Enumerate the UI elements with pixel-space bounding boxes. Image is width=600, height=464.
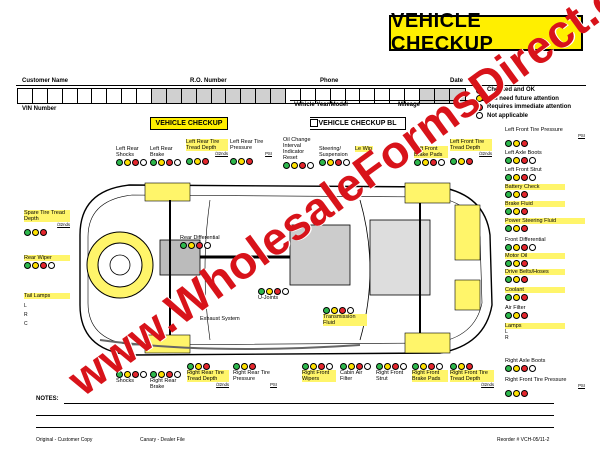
item-lamps[interactable]: Lamps L R	[505, 323, 565, 341]
customer-name-label: Customer Name	[22, 78, 69, 84]
tail-r-label: R	[24, 312, 28, 318]
item-right-rear-tire-tread[interactable]: Right Rear Tire Tread Depth /32nds	[187, 362, 229, 388]
vin-grid[interactable]	[17, 88, 466, 104]
red-dot-icon	[476, 103, 483, 111]
item-right-axle-boots[interactable]: Right Axle Boots	[505, 358, 585, 372]
vehicle-year-model-label: Vehicle Year/Model	[294, 102, 348, 108]
item-left-rear-shocks[interactable]: Left Rear Shocks	[116, 146, 148, 166]
item-rear-wiper[interactable]: Rear Wiper	[24, 255, 70, 269]
footer-reorder: Reorder # VCH-05/11-2	[497, 437, 550, 443]
notes-line-1[interactable]	[64, 403, 554, 404]
legend-label: Requires immediate attention	[487, 104, 572, 111]
item-battery-check[interactable]: Battery Check	[505, 184, 565, 198]
white-dot-icon	[476, 112, 483, 120]
status-legend: Checked and OK Will need future attentio…	[476, 86, 571, 120]
green-dot-icon	[476, 86, 483, 94]
section-title-right: VEHICLE CHECKUP BL	[310, 117, 406, 130]
phone-label: Phone	[320, 78, 339, 84]
item-right-front-tire-tread[interactable]: Right Front Tire Tread Depth /32nds	[450, 362, 494, 388]
legend-label: Will need future attention	[487, 95, 559, 102]
ro-number-label: R.O. Number	[190, 78, 227, 84]
item-rear-differential[interactable]: Rear Differential	[180, 235, 228, 249]
item-right-front-strut[interactable]: Right Front Strut	[376, 362, 410, 382]
footer-canary: Canary - Dealer File	[140, 437, 185, 443]
item-air-filter[interactable]: Air Filter	[505, 305, 565, 319]
item-transmission-fluid[interactable]: Transmission Fluid	[323, 306, 367, 326]
vehicle-rule	[290, 100, 490, 101]
item-motor-oil[interactable]: Motor Oil	[505, 253, 565, 267]
item-drive-belts-hoses[interactable]: Drive Belts/Hoses	[505, 269, 565, 283]
section-checkbox[interactable]	[310, 119, 318, 127]
item-right-front-brake-pads[interactable]: Right Front Brake Pads	[412, 362, 448, 382]
item-left-wipers[interactable]: Le Wip	[355, 146, 373, 152]
form-title: VEHICLE CHECKUP	[389, 10, 583, 55]
item-spare-tire-tread[interactable]: Spare Tire Tread Depth /32nds	[24, 210, 70, 236]
item-u-joints[interactable]: U-Joints	[258, 287, 292, 301]
lamp-r-label: R	[505, 335, 509, 341]
item-right-front-tire-pressure[interactable]: Right Front Tire Pressure PSI	[505, 377, 585, 397]
vin-number-label: VIN Number	[22, 106, 57, 112]
date-label: Date	[450, 78, 464, 84]
item-coolant[interactable]: Coolant	[505, 287, 565, 301]
item-exhaust-system[interactable]: Exhaust System	[200, 316, 240, 322]
lamp-l-label: L	[505, 329, 508, 335]
item-right-rear-brake[interactable]: Right Rear Brake	[150, 370, 184, 390]
header-rule	[16, 85, 586, 86]
notes-line-3[interactable]	[36, 427, 554, 428]
item-cabin-air-filter[interactable]: Cabin Air Filter	[340, 362, 374, 382]
legend-label: Not applicable	[487, 112, 529, 119]
legend-label: Checked and OK	[487, 87, 536, 94]
item-brake-fluid[interactable]: Brake Fluid	[505, 201, 565, 215]
item-left-front-tire-pressure[interactable]: Left Front Tire Pressure PSI	[505, 127, 585, 147]
item-tail-lamps[interactable]: Tail Lamps L R C	[24, 293, 70, 327]
item-left-axle-boots[interactable]: Left Axle Boots	[505, 150, 565, 164]
item-front-differential[interactable]: Front Differential	[505, 237, 565, 251]
item-left-front-brake-pads[interactable]: Left Front Brake Pads	[414, 146, 448, 166]
item-power-steering-fluid[interactable]: Power Steering Fluid	[505, 218, 585, 232]
notes-line-2[interactable]	[36, 415, 554, 416]
item-left-rear-tire-pressure[interactable]: Left Rear Tire Pressure PSI	[230, 139, 272, 165]
item-right-rear-tire-pressure[interactable]: Right Rear Tire Pressure PSI	[233, 362, 277, 388]
item-oil-change[interactable]: Oil Change Interval Indicator Reset	[283, 137, 317, 169]
item-left-front-strut[interactable]: Left Front Strut	[505, 167, 565, 181]
yellow-dot-icon	[476, 95, 483, 103]
item-right-rear-shocks[interactable]: Shocks	[116, 370, 148, 384]
section-title-left: VEHICLE CHECKUP	[150, 117, 228, 130]
footer-original: Original - Customer Copy	[36, 437, 93, 443]
mileage-label: Mileage	[398, 102, 421, 108]
tail-c-label: C	[24, 321, 28, 327]
item-left-rear-brake[interactable]: Left Rear Brake	[150, 146, 184, 166]
item-left-front-tire-tread[interactable]: Left Front Tire Tread Depth /32nds	[450, 139, 492, 165]
item-left-rear-tire-tread[interactable]: Left Rear Tire Tread Depth /32nds	[186, 139, 228, 165]
item-right-front-wipers[interactable]: Right Front Wipers	[302, 362, 336, 382]
car-diagram	[79, 182, 493, 356]
tail-l-label: L	[24, 303, 27, 309]
notes-label: NOTES:	[36, 396, 59, 402]
item-steering-suspension[interactable]: Steering/ Suspension	[319, 146, 353, 166]
